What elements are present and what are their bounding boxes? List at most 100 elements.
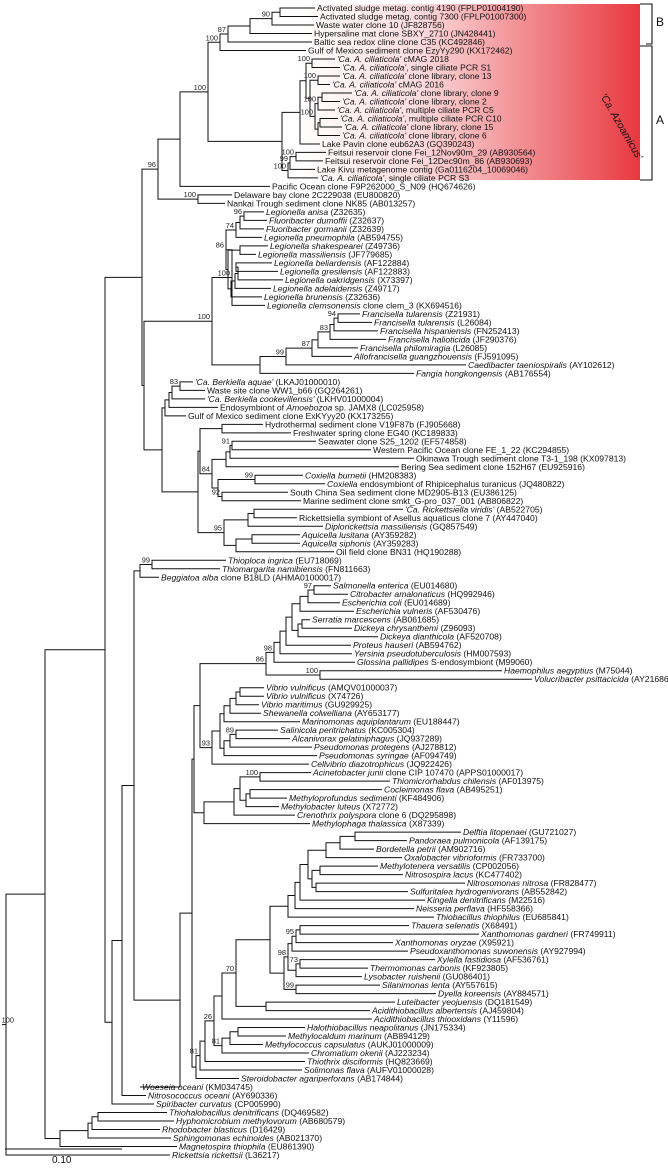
leaf-label: Legionella massiliensis (JF779685)	[258, 249, 392, 259]
support-value: 96	[148, 160, 156, 169]
support-value: 98	[278, 948, 286, 957]
branch-n71	[291, 603, 300, 631]
leaf-label: Magnetospira thiophila (EU861390)	[179, 1142, 314, 1152]
branch-n77	[239, 687, 264, 697]
branch-n132	[59, 1130, 177, 1147]
scale-bar: 0.10	[5, 1148, 122, 1166]
leaf-label: Nankai Trough sediment clone NK85 (AB013…	[227, 198, 415, 208]
leaf-label: Oil field clone BN31 (HQ190288)	[336, 547, 461, 557]
leaf-label: Fluoribacter dumoffii (Z32637)	[269, 215, 384, 225]
branch-n134	[5, 893, 170, 1156]
branch-n23	[243, 211, 267, 221]
branch-n122	[195, 1055, 239, 1080]
leaf-label: Shewanella colwelliana (AY653177)	[263, 708, 400, 718]
leaf-label: Marine sediment clone smkt_G-pro_037_001…	[303, 496, 523, 506]
leaf-label: Pseudoxanthomonas suwonensis (AY927994)	[410, 946, 586, 956]
support-value: 89	[226, 725, 234, 734]
leaf-label: Nitrosococcus oceani (AY690336)	[148, 1091, 277, 1101]
leaf-label: Thermomonas carbonis (KF923805)	[370, 963, 508, 973]
support-value: 100	[298, 54, 310, 63]
leaf-label: Francisella hispaniensis (FN252413)	[380, 326, 520, 336]
leaf-label: Methylophaga thalassica (X87339)	[312, 819, 444, 829]
leaf-label: Thiohalobacillus denitrificans (DQ469582…	[169, 1108, 329, 1118]
leaf-label: Gulf of Mexico sediment clone ExKYyy20 (…	[188, 411, 394, 421]
leaf-label: Luteibacter yeojuensis (DQ181549)	[397, 997, 532, 1007]
leaf-label: 'Ca. A. ciliaticola' cMAG 2016	[332, 79, 444, 89]
support-value: 84	[202, 465, 210, 474]
leaf-label: Proteus hauseri (AB594762)	[353, 640, 462, 650]
branch-n3	[227, 25, 312, 43]
leaf-label: Sphingomonas echinoides (AB021370)	[173, 1133, 322, 1143]
leaf-label: Kingella denitrificans (M22516)	[427, 895, 545, 905]
leaf-label: Aquicella lusitana (AY359282)	[301, 530, 417, 540]
azoamicus-highlight	[300, 4, 640, 180]
branch-n93	[193, 705, 204, 814]
leaf-label: Thioploca ingrica (EU718069)	[228, 555, 342, 565]
branch-n28	[236, 266, 283, 281]
support-value: 99	[280, 154, 288, 163]
support-value: 97	[304, 581, 312, 590]
branch-n95	[339, 835, 374, 850]
leaf-label: Activated sludge metag. contig 7300 (FPL…	[320, 11, 527, 21]
branch-n67	[307, 589, 340, 604]
leaf-label: Francisella philomiragia (L26085)	[360, 343, 487, 353]
branch-n84	[219, 713, 224, 749]
leaf-label: Activated sludge metag. contig 4190 (FPL…	[317, 3, 524, 13]
branch-n52	[217, 479, 255, 498]
leaf-label: Glossina pallidipes S-endosymbiont (M990…	[357, 657, 532, 667]
support-values: 9087100100100100100100100991009610096748…	[2, 10, 336, 1056]
tree-branches	[2, 7, 532, 1156]
leaf-label: Methylotenera versatilis (CP002056)	[380, 861, 519, 871]
branch-n103	[287, 894, 434, 918]
support-value: 100	[301, 107, 313, 116]
leaf-label: Hyphomicrobium methylovorum (AB680579)	[176, 1116, 345, 1126]
clade-label-a: A	[656, 113, 664, 127]
leaf-label: 'Ca. A. ciliaticola' clone library, clon…	[342, 71, 492, 81]
support-value: 100	[246, 768, 258, 777]
support-value: 86	[256, 655, 264, 664]
support-value: 100	[304, 95, 316, 104]
leaf-label: Waste site clone WW1_b66 (GQ264261)	[207, 385, 363, 395]
leaf-label: Fangia hongkongensis (AB176554)	[416, 368, 551, 378]
branch-n129	[97, 1112, 174, 1122]
leaf-labels: Activated sludge metag. contig 4190 (FPL…	[142, 3, 668, 1160]
branch-n127	[111, 940, 154, 1105]
support-value: 100	[282, 148, 294, 157]
leaf-label: Vibrio vulnificus (X74726)	[266, 691, 363, 701]
branch-n75	[319, 670, 532, 680]
leaf-label: Waste water clone 10 (JF828756)	[316, 20, 445, 30]
branch-n57	[251, 534, 300, 544]
leaf-label: Pandoraea pulmonicola (AF139175)	[409, 836, 547, 846]
support-value: 98	[264, 643, 272, 652]
support-value: 100	[206, 33, 218, 42]
branch-n106	[291, 935, 408, 952]
leaf-label: Haemophilus aegyptius (M75044)	[504, 666, 633, 676]
branch-n30	[230, 280, 262, 298]
leaf-label: Spiribacter curvatus (CP005990)	[156, 1099, 281, 1109]
leaf-label: Dickeya chrysanthemi (Z96093)	[354, 623, 475, 633]
support-value: 100	[304, 71, 316, 80]
branch-n112	[269, 905, 288, 974]
branch-n19	[207, 41, 282, 142]
leaf-label: Volucribacter psittacicida (AY216868)	[534, 674, 668, 684]
leaf-label: Pacific Ocean clone F9P262000_S_N09 (HQ6…	[272, 181, 476, 191]
leaf-label: Legionella brunensis (Z32636)	[264, 292, 380, 302]
branch-n41	[211, 277, 260, 366]
leaf-label: Caedibacter taeniospiralis (AY102612)	[468, 360, 615, 370]
branch-n131	[87, 1122, 171, 1139]
leaf-label: Hypersaline mat clone SBXY_2710 (JN42844…	[314, 28, 496, 38]
leaf-label: Feitsui reservoir clone Fei_12Dec90m_86 …	[325, 156, 532, 166]
leaf-label: Rickettsiella symbiont of Asellus aquati…	[299, 513, 538, 523]
leaf-label: Solimonas flava (AUFV01000028)	[304, 1065, 434, 1075]
support-value: 100	[2, 1016, 14, 1025]
leaf-label: Oxalobacter vibrioformis (FR733700)	[404, 853, 545, 863]
leaf-label: Cocleimonas flava (AB495251)	[384, 785, 503, 795]
support-value: 99	[142, 556, 150, 565]
support-value: 87	[218, 25, 226, 34]
branch-n73	[279, 630, 352, 655]
leaf-label: Thiomicrorhabdus chilensis (AF013975)	[392, 776, 544, 786]
leaf-label: Acidithiobacillus albertensis (AJ459804)	[371, 1006, 524, 1016]
support-value: 100	[306, 666, 318, 675]
branch-n37	[317, 331, 358, 349]
